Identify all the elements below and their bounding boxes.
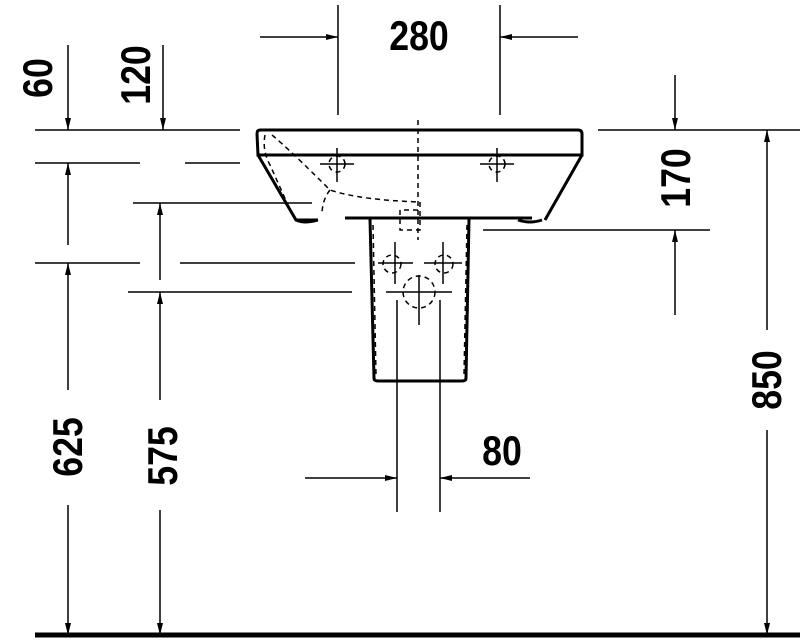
dim-280: 280 — [389, 13, 449, 59]
dim-625: 625 — [45, 417, 91, 477]
pedestal — [368, 218, 471, 383]
dim-575: 575 — [140, 426, 186, 486]
dimension-arrows — [65, 34, 770, 635]
dim-850: 850 — [744, 350, 790, 410]
tap-hole-right — [480, 148, 514, 182]
dim-120: 120 — [113, 45, 159, 105]
tap-hole-left — [320, 148, 354, 182]
dim-60: 60 — [15, 58, 61, 98]
dim-80: 80 — [482, 428, 522, 474]
washbasin — [255, 120, 584, 240]
dim-170: 170 — [653, 148, 699, 208]
